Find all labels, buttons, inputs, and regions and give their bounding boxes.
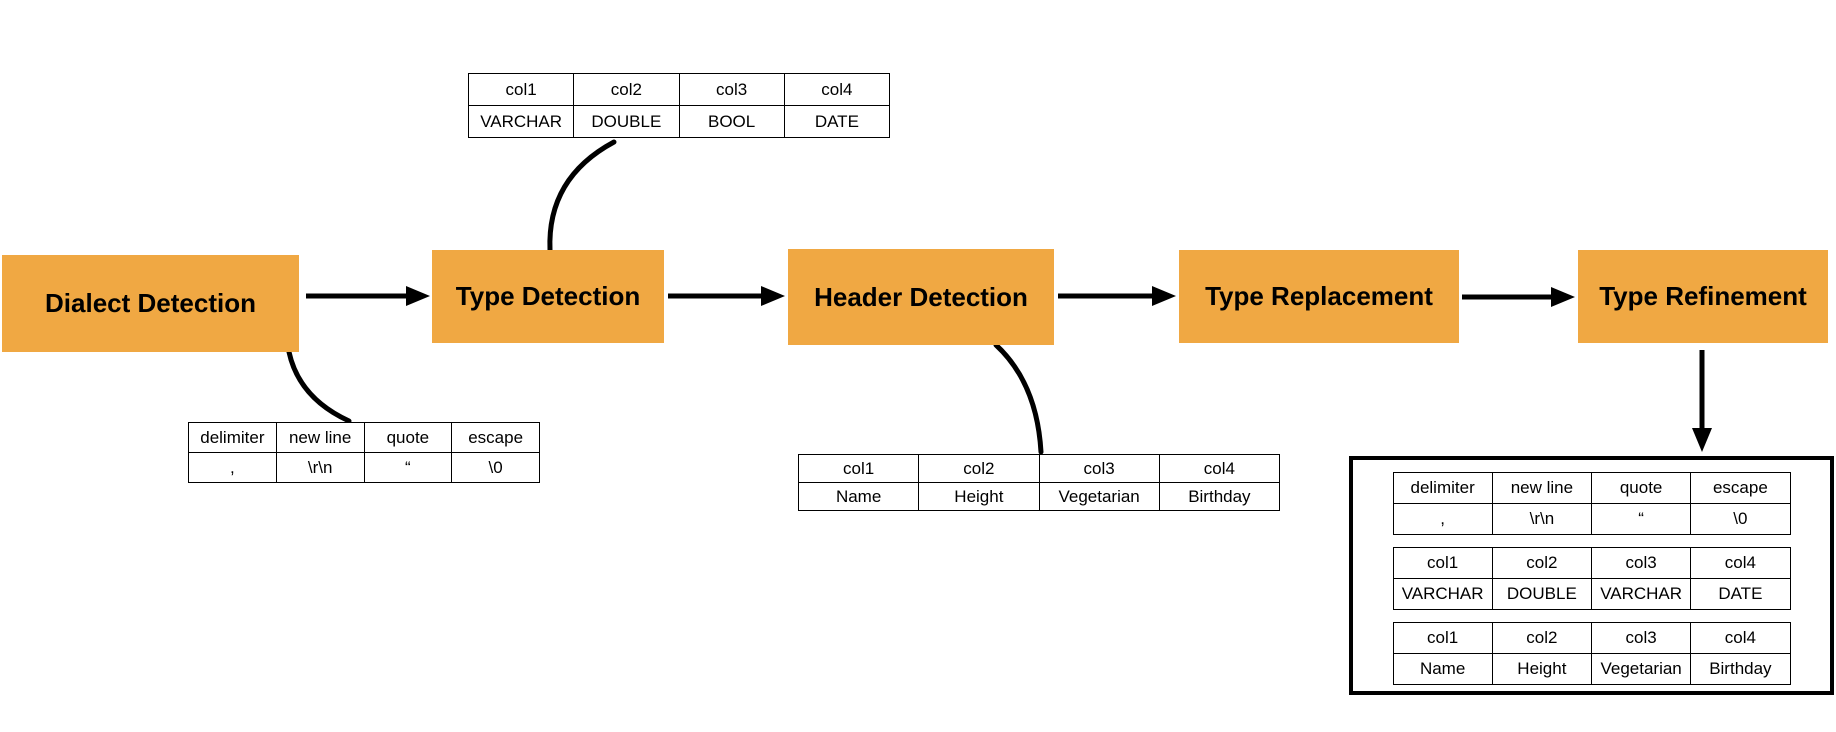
- header-cell: new line: [275, 422, 365, 453]
- value-cell: Name: [1392, 653, 1493, 685]
- header-cell: col2: [918, 454, 1040, 483]
- stage-label-type-refinement: Type Refinement: [1599, 281, 1807, 311]
- value-cell: Vegetarian: [1590, 653, 1692, 685]
- stage-label-type-detection: Type Detection: [455, 281, 641, 311]
- stage-label-dialect-detection: Dialect Detection: [45, 288, 256, 318]
- value-cell: BOOL: [678, 105, 785, 138]
- stage-header-detection: Header Detection: [788, 249, 1054, 345]
- header-cell: col4: [1690, 622, 1791, 654]
- arrow-type-to-header-detection: [668, 286, 785, 306]
- value-cell: DOUBLE: [573, 105, 680, 138]
- value-cell: \0: [1690, 503, 1791, 535]
- header-cell: col2: [1491, 547, 1593, 579]
- table-value-row: VARCHAR DOUBLE BOOL DATE: [467, 105, 891, 138]
- final-result-box: delimiter new line quote escape , \r\n “…: [1349, 456, 1834, 695]
- value-cell: DATE: [783, 105, 891, 138]
- value-cell: Height: [918, 482, 1040, 511]
- header-cell: col3: [1590, 547, 1692, 579]
- value-cell: DATE: [1690, 578, 1791, 610]
- detected-dialect-table: delimiter new line quote escape , \r\n “…: [188, 422, 540, 483]
- arrow-refinement-to-result: [1692, 350, 1712, 452]
- value-cell: Height: [1491, 653, 1593, 685]
- value-cell: ,: [1392, 503, 1493, 535]
- table-value-row: Name Height Vegetarian Birthday: [797, 482, 1281, 511]
- value-cell: Name: [797, 482, 920, 511]
- arrow-dialect-to-type-detection: [306, 286, 430, 306]
- value-cell: Birthday: [1690, 653, 1791, 685]
- header-cell: col4: [1690, 547, 1791, 579]
- stage-type-refinement: Type Refinement: [1578, 250, 1828, 343]
- detected-headers-table: col1 col2 col3 col4 Name Height Vegetari…: [797, 454, 1281, 511]
- value-cell: Birthday: [1158, 482, 1281, 511]
- header-cell: col3: [1590, 622, 1692, 654]
- value-cell: \0: [451, 452, 540, 483]
- table-header-row: col1 col2 col3 col4: [467, 73, 891, 106]
- table-header-row: col1 col2 col3 col4: [1392, 547, 1791, 579]
- value-cell: ,: [188, 452, 277, 483]
- connector-dialect-to-dialect-table: [286, 349, 352, 424]
- header-cell: delimiter: [1392, 472, 1493, 504]
- table-value-row: VARCHAR DOUBLE VARCHAR DATE: [1392, 578, 1791, 610]
- stage-type-detection: Type Detection: [432, 250, 664, 343]
- table-value-row: Name Height Vegetarian Birthday: [1392, 653, 1791, 685]
- header-cell: new line: [1491, 472, 1593, 504]
- value-cell: VARCHAR: [1392, 578, 1493, 610]
- header-cell: col2: [1491, 622, 1593, 654]
- final-headers-table: col1 col2 col3 col4 Name Height Vegetari…: [1392, 622, 1791, 685]
- header-cell: delimiter: [188, 422, 277, 453]
- header-cell: col1: [467, 73, 575, 106]
- header-cell: escape: [451, 422, 540, 453]
- header-cell: col2: [573, 73, 680, 106]
- value-cell: \r\n: [1491, 503, 1593, 535]
- value-cell: “: [363, 452, 453, 483]
- value-cell: \r\n: [275, 452, 365, 483]
- final-types-table: col1 col2 col3 col4 VARCHAR DOUBLE VARCH…: [1392, 547, 1791, 610]
- header-cell: col1: [1392, 547, 1493, 579]
- header-cell: col1: [797, 454, 920, 483]
- stage-label-header-detection: Header Detection: [814, 281, 1028, 312]
- header-cell: escape: [1690, 472, 1791, 504]
- header-cell: col4: [783, 73, 891, 106]
- table-header-row: col1 col2 col3 col4: [1392, 622, 1791, 654]
- stage-type-replacement: Type Replacement: [1179, 250, 1459, 343]
- value-cell: “: [1590, 503, 1692, 535]
- value-cell: DOUBLE: [1491, 578, 1593, 610]
- header-cell: col3: [678, 73, 785, 106]
- header-cell: col1: [1392, 622, 1493, 654]
- table-header-row: col1 col2 col3 col4: [797, 454, 1281, 483]
- value-cell: VARCHAR: [467, 105, 575, 138]
- stage-label-type-replacement: Type Replacement: [1205, 281, 1433, 311]
- connector-type-detection-to-types-table: [547, 139, 617, 253]
- header-cell: col4: [1158, 454, 1281, 483]
- final-dialect-table: delimiter new line quote escape , \r\n “…: [1392, 472, 1791, 535]
- table-header-row: delimiter new line quote escape: [188, 422, 540, 453]
- detected-types-table: col1 col2 col3 col4 VARCHAR DOUBLE BOOL …: [467, 73, 891, 138]
- table-header-row: delimiter new line quote escape: [1392, 472, 1791, 504]
- value-cell: Vegetarian: [1038, 482, 1160, 511]
- header-cell: col3: [1038, 454, 1160, 483]
- connector-header-detection-to-headers-table: [993, 342, 1044, 455]
- header-cell: quote: [1590, 472, 1692, 504]
- arrow-replacement-to-refinement: [1462, 287, 1575, 307]
- arrow-header-to-type-replacement: [1058, 286, 1176, 306]
- header-cell: quote: [363, 422, 453, 453]
- value-cell: VARCHAR: [1590, 578, 1692, 610]
- table-value-row: , \r\n “ \0: [188, 452, 540, 483]
- stage-dialect-detection: Dialect Detection: [2, 255, 299, 352]
- table-value-row: , \r\n “ \0: [1392, 503, 1791, 535]
